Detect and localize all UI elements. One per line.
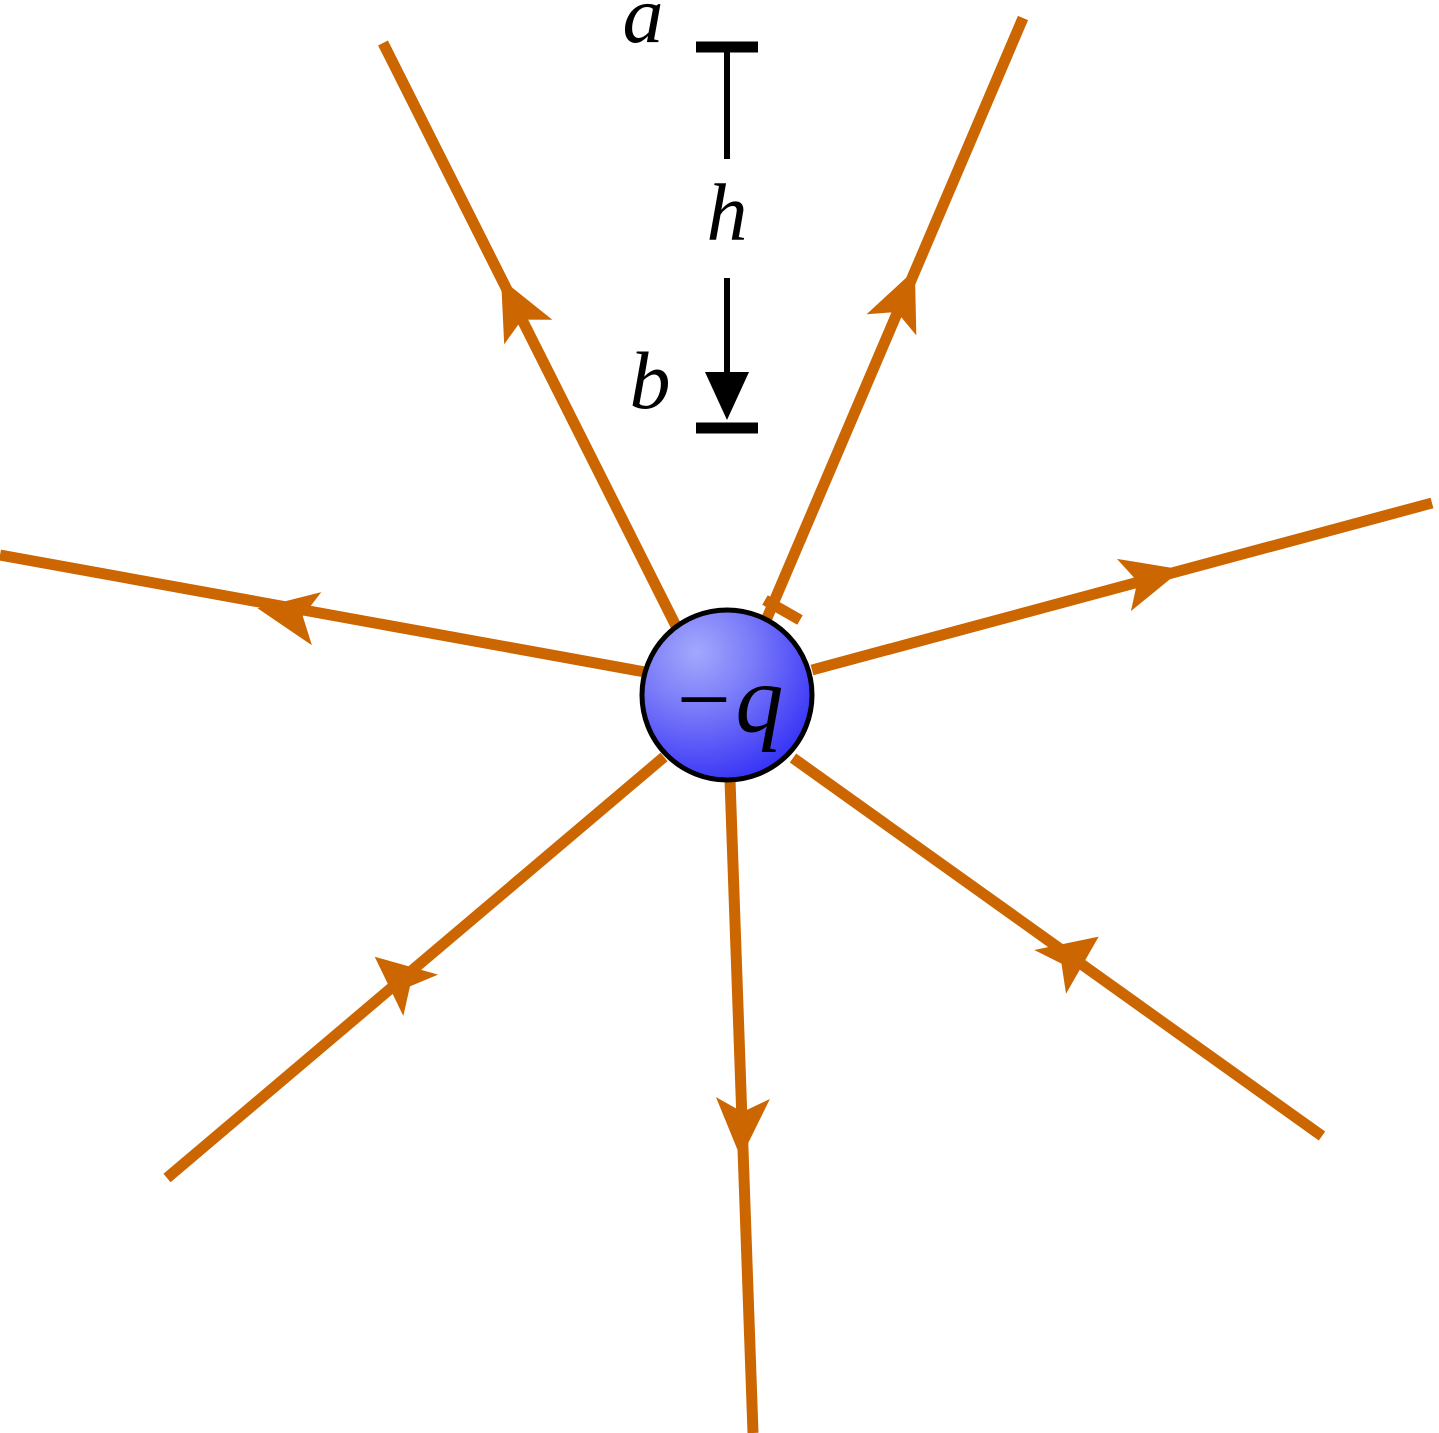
field-line-upper-right-arrowhead-icon: [866, 269, 917, 336]
field-line-bottom: [724, 779, 759, 1433]
height-dimension-annotation: a h b: [623, 0, 758, 434]
charge-label: −q: [671, 646, 784, 753]
field-line-upper-right: [761, 15, 1029, 621]
field-line-upper-left-arrowhead-icon: [501, 278, 553, 345]
field-line-arrowheads: [257, 269, 1182, 1158]
field-line-lower-right-arrowhead-icon: [1034, 936, 1099, 994]
field-line-bottom-arrowhead-icon: [715, 1097, 770, 1158]
dimension-arrowhead-icon: [705, 372, 749, 420]
field-line-upper-right-short: [762, 595, 803, 625]
field-line-lower-left: [163, 752, 668, 1183]
label-b: b: [630, 335, 671, 426]
label-h: h: [707, 167, 748, 258]
field-line-lower-left-arrowhead-icon: [374, 956, 439, 1017]
field-line-upper-left: [378, 40, 683, 633]
field-line-right: [810, 497, 1434, 676]
charge-sphere: [639, 607, 815, 783]
field-line-right-arrowhead-icon: [1116, 558, 1182, 612]
field-line-left: [0, 549, 646, 678]
field-line-left-arrowhead-icon: [257, 592, 322, 646]
label-a: a: [623, 0, 664, 60]
field-lines-group: [0, 15, 1434, 1433]
point-charge: −q: [639, 607, 815, 783]
